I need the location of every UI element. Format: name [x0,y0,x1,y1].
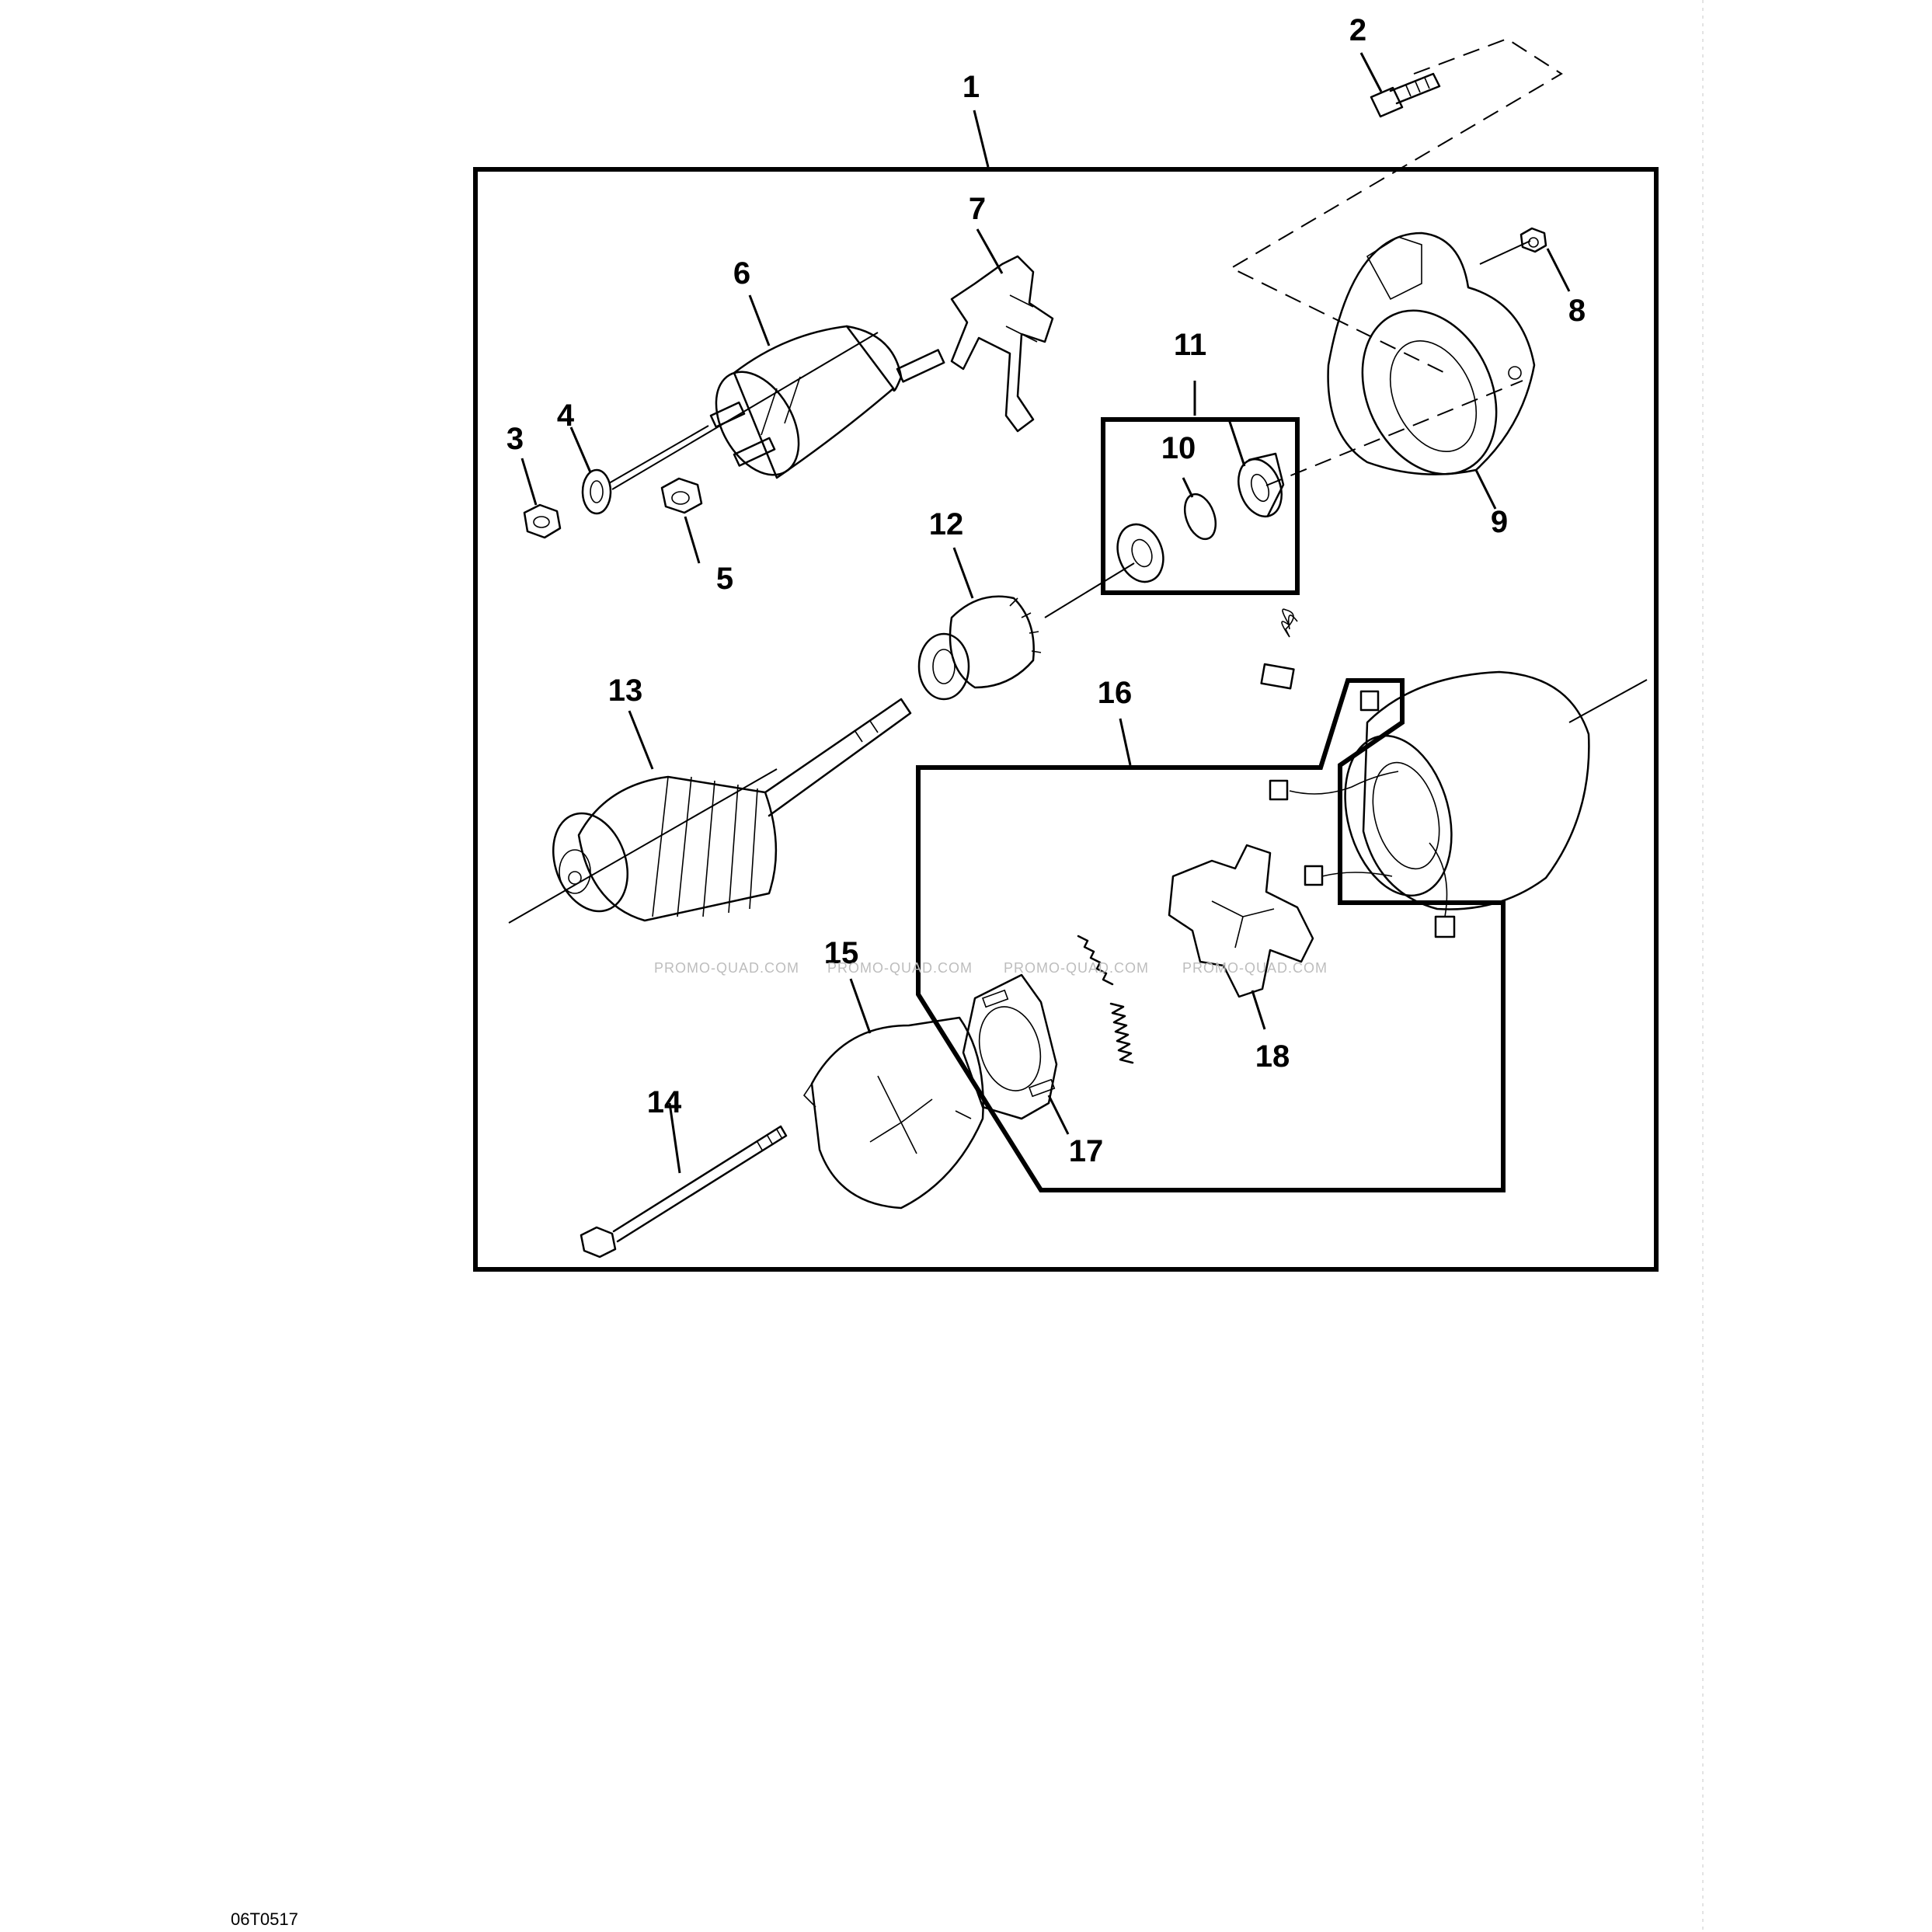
axis-line-upper [611,332,879,490]
part-5-nut [660,477,703,514]
part-17-brush-spring-lower [1109,1002,1134,1064]
part-8-nut [1519,227,1547,253]
callout-15: 15 [824,936,859,970]
callout-12: 12 [929,507,964,541]
part-6-solenoid [709,325,945,479]
watermark-4: PROMO-QUAD.COM [1182,960,1328,976]
assembly-box-1 [473,167,1659,1272]
callout-7: 7 [969,192,986,226]
assembly-box-11 [1101,417,1300,595]
callout-1: 1 [963,70,980,104]
watermark-1: PROMO-QUAD.COM [654,960,799,976]
part-3-nut [523,503,562,539]
callout-2: 2 [1349,13,1366,47]
callout-8: 8 [1568,294,1586,328]
callout-11: 11 [1174,328,1206,362]
part-13-armature [552,698,912,922]
part-16-yoke [1260,608,1590,938]
dashed-line-11-to-9 [1265,380,1523,486]
callout-10: 10 [1161,431,1196,465]
callout-5: 5 [716,562,733,596]
part-14-through-bolt [580,1125,788,1258]
callout-18: 18 [1255,1039,1290,1074]
part-7-shift-lever [950,255,1054,433]
callout-6: 6 [733,256,750,291]
figure-code: 06T0517 [231,1909,298,1929]
part-2-bolt [1370,72,1441,118]
callout-3: 3 [506,422,524,456]
leader-lines [520,52,1571,1174]
part-4-washer [581,425,709,515]
part-11-stop-collar [1238,452,1285,518]
watermark-2: PROMO-QUAD.COM [827,960,973,976]
part-12-pinion-clutch [917,595,1042,701]
callout-14: 14 [647,1085,682,1119]
part-18-brush-holder [1168,844,1314,998]
dashed-line-bolt-2 [1229,37,1563,374]
part-11-collar-lower [1116,523,1164,583]
callout-13: 13 [608,674,643,708]
axis-line-right [1568,679,1648,723]
axis-line-middle [1044,562,1135,618]
part-15-rear-cover [802,1016,984,1210]
watermark-3: PROMO-QUAD.COM [1004,960,1149,976]
part-9-front-housing [1327,231,1536,475]
axis-line-left [508,768,778,924]
assembly-box-16 [916,678,1506,1192]
part-10-snap-ring [1183,493,1217,541]
part-17-brush-plate [962,973,1058,1120]
part-17-brush-spring-upper [1077,935,1114,986]
callout-4: 4 [557,399,575,433]
callout-9: 9 [1491,505,1508,539]
callout-16: 16 [1098,676,1133,710]
callout-17: 17 [1069,1134,1104,1168]
